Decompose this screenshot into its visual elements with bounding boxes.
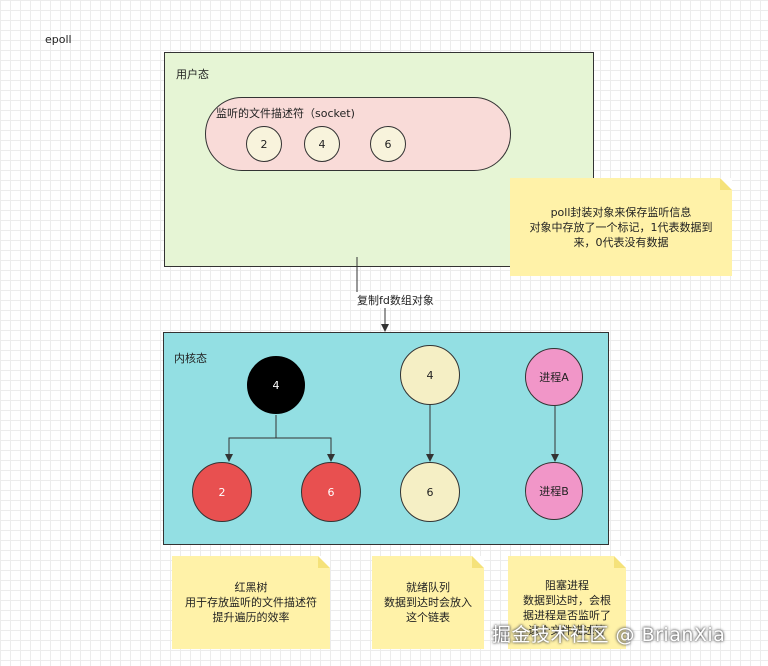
fd-group-label: 监听的文件描述符（socket) bbox=[216, 107, 355, 120]
note-line: 这个文件描述符 bbox=[528, 624, 606, 637]
note-line: poll封装对象来保存监听信息 bbox=[550, 205, 692, 219]
fd-node: 6 bbox=[370, 126, 406, 162]
ready-list-node: 6 bbox=[400, 462, 460, 522]
note-line: 就绪队列 bbox=[406, 581, 450, 594]
note-line: 来，0代表没有数据 bbox=[573, 235, 669, 249]
note-line: 据进程是否监听了 bbox=[523, 609, 611, 622]
process-b-node: 进程B bbox=[525, 462, 583, 520]
note-line: 对象中存放了一个标记，1代表数据到 bbox=[529, 220, 713, 234]
poll-note: poll封装对象来保存监听信息 对象中存放了一个标记，1代表数据到 来，0代表没… bbox=[510, 178, 732, 276]
ready-list-node: 4 bbox=[400, 345, 460, 405]
copy-label: 复制fd数组对象 bbox=[356, 292, 435, 308]
fd-node: 2 bbox=[246, 126, 282, 162]
note-line: 红黑树 bbox=[234, 581, 268, 594]
rbtree-note: 红黑树 用于存放监听的文件描述符 提升遍历的效率 bbox=[172, 556, 330, 649]
watermark: 掘金技术社区 @ BrianXia bbox=[492, 624, 726, 646]
note-line: 这个链表 bbox=[406, 611, 450, 624]
note-line: 阻塞进程 bbox=[545, 579, 589, 592]
note-line: 数据到达时会放入 bbox=[384, 596, 472, 609]
ready-queue-note: 就绪队列 数据到达时会放入 这个链表 bbox=[372, 556, 484, 649]
kernel-space-label: 内核态 bbox=[174, 352, 207, 365]
user-space-label: 用户态 bbox=[176, 68, 209, 81]
process-a-node: 进程A bbox=[525, 348, 583, 406]
rb-left-node: 2 bbox=[192, 462, 252, 522]
rb-root-node: 4 bbox=[247, 356, 305, 414]
fd-node: 4 bbox=[304, 126, 340, 162]
note-line: 用于存放监听的文件描述符 bbox=[185, 596, 317, 609]
note-line: 提升遍历的效率 bbox=[212, 611, 290, 624]
blocked-process-note: 阻塞进程 数据到达时，会根 据进程是否监听了 这个文件描述符 bbox=[508, 556, 626, 649]
rb-right-node: 6 bbox=[301, 462, 361, 522]
diagram-title: epoll bbox=[45, 33, 72, 46]
note-line: 数据到达时，会根 bbox=[523, 594, 611, 607]
